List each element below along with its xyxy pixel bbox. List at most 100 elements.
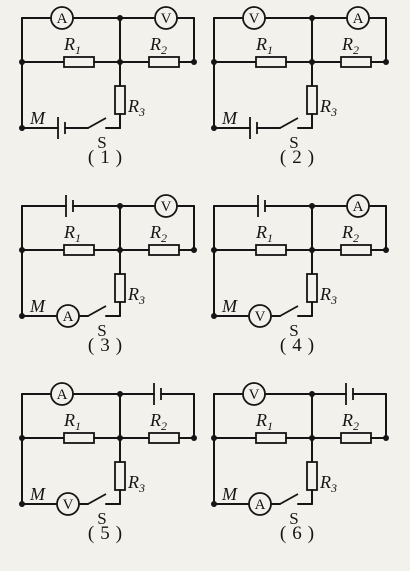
junction-node bbox=[191, 247, 197, 253]
label-m: M bbox=[29, 108, 46, 128]
r3-label-subscript: 3 bbox=[138, 481, 145, 495]
junction-node bbox=[191, 435, 197, 441]
resistor-r3 bbox=[306, 461, 318, 491]
junction-node bbox=[19, 313, 25, 319]
r2-label-subscript: 2 bbox=[161, 231, 167, 245]
resistor-r3 bbox=[114, 461, 126, 491]
label-m: M bbox=[221, 108, 238, 128]
junction-node bbox=[211, 435, 217, 441]
r2-label: R2 bbox=[341, 222, 359, 245]
voltmeter-letter: V bbox=[255, 309, 266, 325]
junction-node bbox=[19, 247, 25, 253]
r1-label-subscript: 1 bbox=[267, 43, 273, 57]
r1-label: R1 bbox=[255, 222, 273, 245]
resistor-r1 bbox=[63, 244, 95, 256]
panel-caption: (4) bbox=[280, 335, 320, 356]
r2-label-subscript: 2 bbox=[353, 43, 359, 57]
r2-label-subscript: 2 bbox=[353, 419, 359, 433]
voltmeter-letter: V bbox=[249, 11, 260, 27]
r1-label-subscript: 1 bbox=[75, 419, 81, 433]
ammeter-symbol: A bbox=[346, 6, 370, 30]
switch-blade bbox=[87, 117, 107, 129]
r1-label: R1 bbox=[63, 34, 81, 57]
voltmeter-letter: V bbox=[161, 11, 172, 27]
panel-caption: (6) bbox=[280, 523, 320, 544]
label-m: M bbox=[29, 484, 46, 504]
r1-label: R1 bbox=[255, 410, 273, 433]
panel-caption: (1) bbox=[88, 147, 128, 168]
label-m: M bbox=[29, 296, 46, 316]
resistor-r1 bbox=[63, 56, 95, 68]
r3-label-subscript: 3 bbox=[330, 105, 337, 119]
resistor-r2 bbox=[340, 244, 372, 256]
ammeter-symbol: A bbox=[346, 194, 370, 218]
switch-blade bbox=[87, 305, 107, 317]
label-m: M bbox=[221, 296, 238, 316]
voltmeter-symbol: V bbox=[56, 492, 80, 516]
voltmeter-symbol: V bbox=[242, 6, 266, 30]
resistor-r2 bbox=[148, 244, 180, 256]
resistor-r2 bbox=[340, 56, 372, 68]
switch-label: S bbox=[97, 509, 106, 528]
switch-blade bbox=[279, 305, 299, 317]
resistor-r3 bbox=[306, 85, 318, 115]
resistor-r2 bbox=[148, 432, 180, 444]
junction-node bbox=[211, 247, 217, 253]
switch-label: S bbox=[289, 321, 298, 340]
voltmeter-letter: V bbox=[63, 497, 74, 513]
r2-label: R2 bbox=[149, 34, 167, 57]
panel-caption: (5) bbox=[88, 523, 128, 544]
voltmeter-symbol: V bbox=[154, 194, 178, 218]
voltmeter-letter: V bbox=[249, 387, 260, 403]
junction-node bbox=[19, 435, 25, 441]
junction-node bbox=[117, 59, 123, 65]
resistor-r1 bbox=[255, 244, 287, 256]
r1-label-subscript: 1 bbox=[267, 231, 273, 245]
ammeter-letter: A bbox=[353, 199, 364, 215]
junction-node bbox=[211, 313, 217, 319]
panel-caption: (2) bbox=[280, 147, 320, 168]
switch-label: S bbox=[289, 509, 298, 528]
switch-blade bbox=[279, 117, 299, 129]
resistor-r2 bbox=[340, 432, 372, 444]
r3-label: R3 bbox=[127, 472, 145, 495]
voltmeter-symbol: V bbox=[248, 304, 272, 328]
ammeter-symbol: A bbox=[50, 6, 74, 30]
junction-node bbox=[309, 247, 315, 253]
label-m: M bbox=[221, 484, 238, 504]
junction-node bbox=[383, 435, 389, 441]
switch-blade bbox=[279, 493, 299, 505]
junction-node bbox=[19, 125, 25, 131]
resistor-r1 bbox=[255, 56, 287, 68]
r3-label-subscript: 3 bbox=[138, 293, 145, 307]
switch-label: S bbox=[97, 133, 106, 152]
junction-node bbox=[19, 59, 25, 65]
r3-label-subscript: 3 bbox=[138, 105, 145, 119]
voltmeter-letter: V bbox=[161, 199, 172, 215]
panel-caption: (3) bbox=[88, 335, 128, 356]
ammeter-symbol: A bbox=[50, 382, 74, 406]
switch-label: S bbox=[97, 321, 106, 340]
junction-node bbox=[117, 247, 123, 253]
r3-label: R3 bbox=[319, 284, 337, 307]
junction-node bbox=[211, 125, 217, 131]
resistor-r2 bbox=[148, 56, 180, 68]
r2-label-subscript: 2 bbox=[161, 419, 167, 433]
resistor-r1 bbox=[63, 432, 95, 444]
r3-label-subscript: 3 bbox=[330, 481, 337, 495]
r2-label-subscript: 2 bbox=[161, 43, 167, 57]
junction-node bbox=[191, 59, 197, 65]
switch-label: S bbox=[289, 133, 298, 152]
voltmeter-symbol: V bbox=[242, 382, 266, 406]
r1-label: R1 bbox=[63, 222, 81, 245]
junction-node bbox=[383, 247, 389, 253]
ammeter-symbol: A bbox=[248, 492, 272, 516]
junction-node bbox=[309, 59, 315, 65]
